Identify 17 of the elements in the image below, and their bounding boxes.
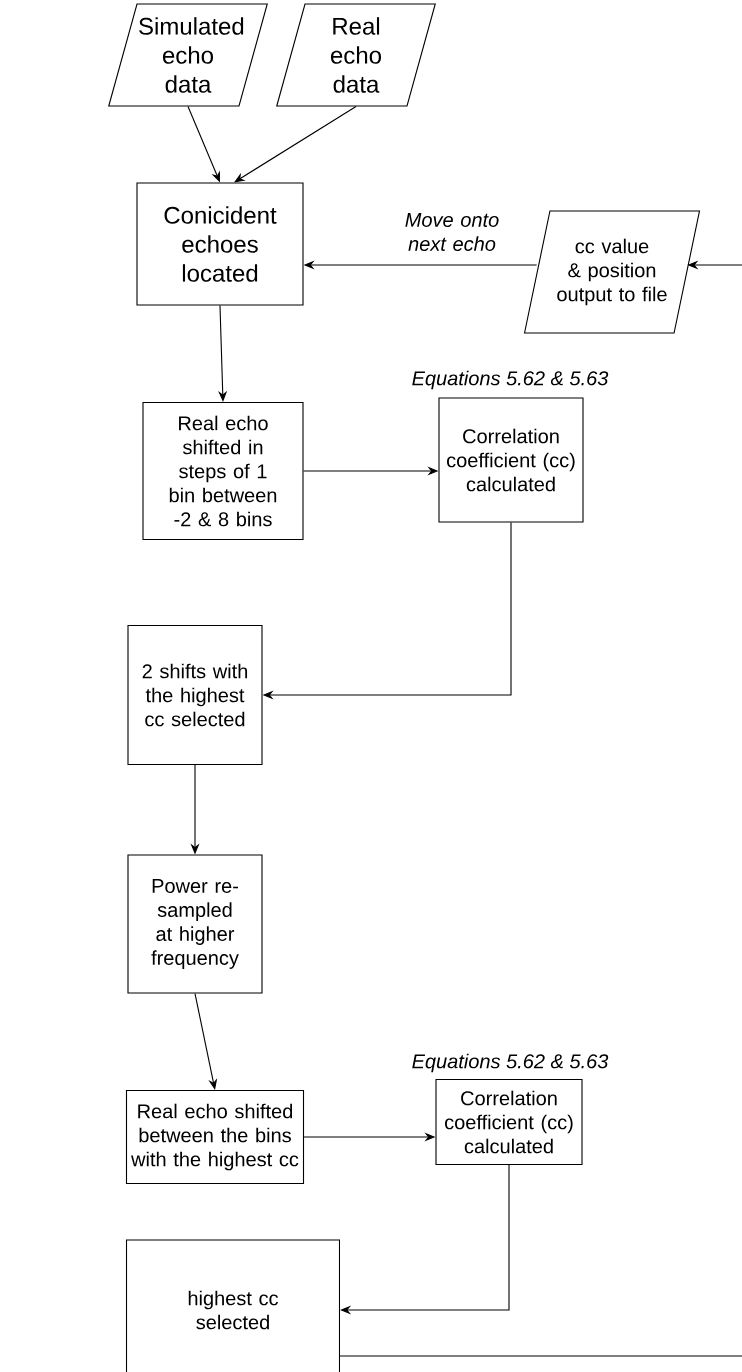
process-box: Correlation coefficient (cc) calculated bbox=[435, 1078, 583, 1166]
arrow bbox=[194, 993, 218, 1090]
arrow bbox=[340, 1164, 510, 1315]
process-box: highest cc selected bbox=[125, 1239, 341, 1372]
data-parallelogram: Simulated echo data bbox=[108, 3, 268, 107]
process-box: Real echo shifted between the bins with the highest cc bbox=[125, 1089, 305, 1185]
data-parallelogram: Real echo data bbox=[276, 3, 436, 107]
process-box: Power re-sampled at higher frequency bbox=[127, 854, 263, 994]
process-box: Real echo shifted in steps of 1 bin between -2 & 8 bins bbox=[142, 401, 304, 541]
arrow bbox=[218, 305, 228, 402]
edge-label: Move onto next echo bbox=[405, 213, 499, 251]
process-box: Correlation coefficient (cc) calculated bbox=[438, 397, 584, 523]
equation-reference: Equations 5.62 & 5.63 bbox=[412, 1053, 609, 1073]
process-box: 2 shifts with the highest cc selected bbox=[127, 624, 263, 766]
process-box: Conicident echoes located bbox=[136, 182, 304, 306]
equation-reference: Equations 5.62 & 5.63 bbox=[412, 370, 609, 390]
arrow bbox=[234, 106, 357, 183]
